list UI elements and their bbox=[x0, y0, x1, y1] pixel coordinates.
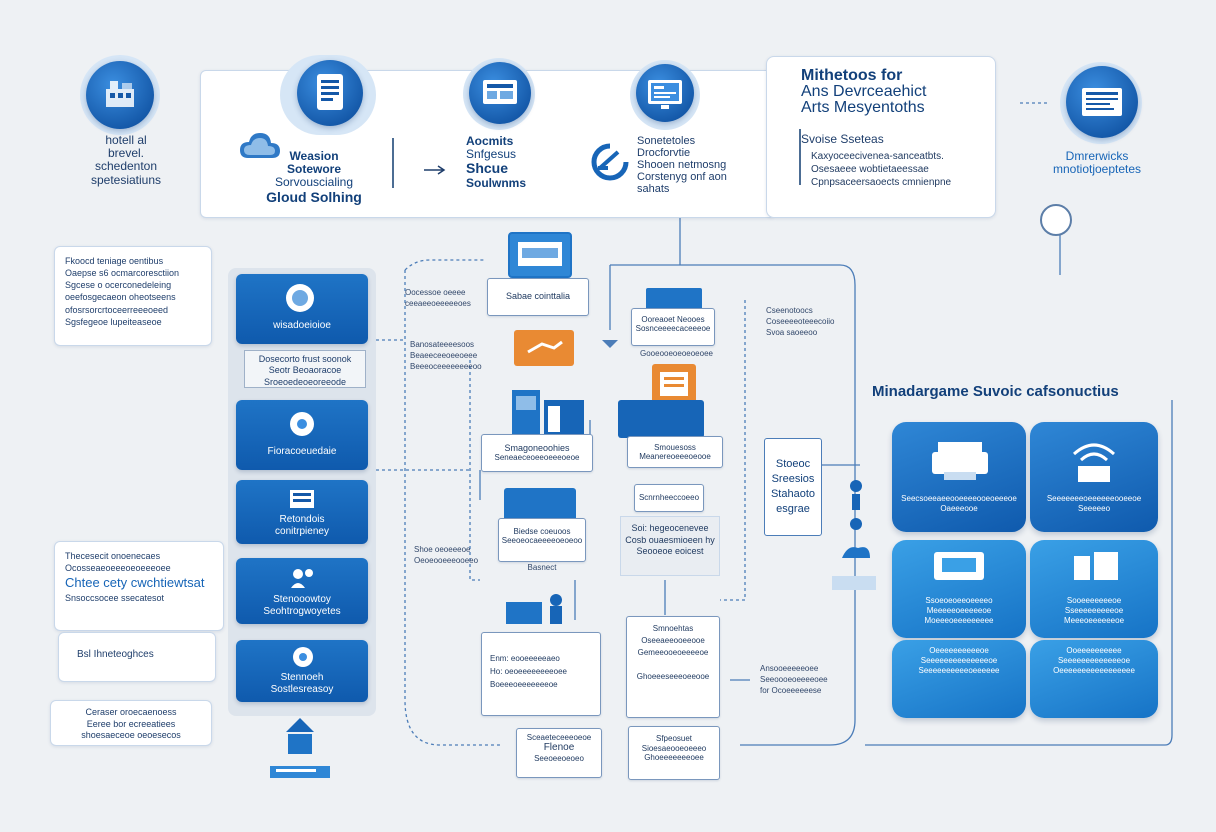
col2-label: Aocmits Snfgesus Shcue Soulwnms bbox=[466, 134, 527, 190]
left-note-4: Ceraser oroecaenoess Eeree bor ecreeatie… bbox=[50, 700, 212, 746]
card-b-sub: Gooeooeoeoeoeoee bbox=[640, 349, 713, 358]
database-icon bbox=[1066, 548, 1126, 586]
card-h[interactable]: Sceaeteceeeoeoe Flenoe Seeoeeoeoeo bbox=[516, 728, 602, 778]
people-icon bbox=[288, 564, 318, 590]
right-section-title: Minadargame Suvoic cafsonuctius bbox=[872, 383, 1119, 400]
card-g[interactable]: Smnoehtas Oseeaeeooeeooe Gemeeooeoeeeeoe… bbox=[626, 616, 720, 718]
server-stack bbox=[618, 400, 704, 438]
tile-gear-2[interactable]: Stennoeh Sostlesreasoy bbox=[236, 640, 368, 702]
monitor-icon bbox=[636, 64, 694, 122]
document-icon bbox=[297, 60, 363, 126]
card-e[interactable]: Scnrnheeccoeeo bbox=[634, 484, 704, 512]
title-line-1: Mithetoos for bbox=[801, 67, 903, 84]
card-a[interactable]: Smagoneoohies Seneaeceoeeoeeeoeoe bbox=[481, 434, 593, 472]
monitor-icon bbox=[508, 232, 572, 278]
tile-people[interactable]: Stenooowtoy Seohtrogwoyetes bbox=[236, 558, 368, 624]
card-c[interactable]: Smouesoss Meanereoeeeoeooe bbox=[627, 436, 723, 468]
globe-icon bbox=[588, 140, 632, 182]
building-icon bbox=[262, 716, 338, 784]
tile-server[interactable]: Retondois conitrpieney bbox=[236, 480, 368, 544]
title-desc: Kaxyoceecivenea-sanceatbts. Osesaeee wob… bbox=[811, 151, 952, 188]
tile-database[interactable]: Sooeeeeeeeoe Sseeeeeeeeeoe Meeeoeeeeeeoe bbox=[1030, 540, 1158, 638]
col3-label: Sonetetoles Drocforvtie Shooen netmosng … bbox=[637, 135, 727, 196]
cloud-label: Weasion Sotewore Sorvouscialing Gloud So… bbox=[266, 149, 362, 205]
tile-label: Stenooowtoy Seohtrogwoyetes bbox=[263, 594, 341, 617]
right-icon-label: Dmrerwicks mnotiotjoeptetes bbox=[1052, 149, 1142, 177]
gear-icon bbox=[284, 408, 320, 440]
tile-bottom-right[interactable]: Ooeeeeeeeeee Seeeeeeeeeeeeeoe Oeeeeeeeee… bbox=[1030, 640, 1158, 718]
tile-cloud[interactable]: wisadoeioioe bbox=[236, 274, 368, 344]
left-note-2: Thecesecit onoenecaes Ocosseaeoeeeoeoeee… bbox=[54, 541, 224, 631]
card-d-label: Basnect bbox=[527, 563, 557, 572]
divider bbox=[392, 138, 394, 188]
server-icon bbox=[288, 488, 316, 512]
title-box: Mithetoos for Ans Devrceaehict Arts Mesy… bbox=[766, 56, 996, 218]
left-note-1: Fkoocd teniage oentibus Oaepse s6 ocmarc… bbox=[54, 246, 212, 346]
card-top[interactable]: Sabae cointtalia bbox=[487, 278, 589, 316]
right-note-1: Cseenotoocs Coseeeeoteeecoiio Svoa saoee… bbox=[766, 306, 835, 337]
tile-label: wisadoeioioe bbox=[273, 320, 331, 331]
lock-icon bbox=[1040, 204, 1072, 236]
tile-label: Retondois conitrpieney bbox=[275, 514, 329, 537]
tile-label: Fioracoeuedaie bbox=[267, 446, 337, 457]
header-badge-text: hotell al brevel. schedenton spetesiatiu… bbox=[90, 133, 162, 187]
divider bbox=[799, 129, 801, 185]
tile-printer[interactable]: Seecsoeeaeeooeeeeooeoeeeoe Oaeeeooe bbox=[892, 422, 1026, 532]
monitor-icon bbox=[504, 488, 576, 522]
cloud-icon bbox=[238, 128, 282, 164]
tile-bottom-left[interactable]: Oeeeeeeeeeeoe Seeeeeeeeeeeeeeoe Seeeeeee… bbox=[892, 640, 1026, 718]
card-e-box: Soi: hegeocenevee Cosb ouaesmioeen hy Se… bbox=[620, 516, 720, 576]
database-icon bbox=[512, 390, 584, 436]
card-f[interactable]: Enm: eooeeeeeaeo Ho: oeoeeeeeeeeoee Boee… bbox=[481, 632, 601, 716]
people-icon bbox=[828, 468, 880, 592]
tile-label: Stennoeh Sostlesreasoy bbox=[270, 672, 334, 695]
orange-card bbox=[514, 330, 574, 366]
card-d[interactable]: Biedse coeuoos Seeoeocaeeeeoeoeoo bbox=[498, 518, 586, 562]
left-column-note: Dosecorto frust soonok Seotr Beoaoracoe … bbox=[244, 350, 366, 388]
card-j[interactable]: Stoeoc Sreesios Stahaoto esgrae bbox=[764, 438, 822, 536]
left-note-3: Bsl Ihneteoghces bbox=[58, 632, 216, 682]
side-note-2: Shoe oeoeeeoe Oeoeooeeeooeeo bbox=[414, 545, 479, 565]
right-note-2: Ansooeeeeeoee Seeoooeoeeeeoee for Ocoeee… bbox=[760, 664, 828, 695]
monitor-icon bbox=[928, 548, 990, 586]
document-icon bbox=[652, 364, 696, 404]
server-icon bbox=[469, 62, 531, 124]
server-icon bbox=[646, 288, 702, 310]
title-subhead: Svoise Sseteas bbox=[801, 132, 884, 146]
printer-icon bbox=[928, 436, 992, 484]
building-icon bbox=[500, 588, 576, 628]
side-note: Oocessoe oeeee ceeaeeoeeeeeoes bbox=[405, 288, 471, 308]
card-b[interactable]: Ooreaoet Neooes Sosnceeeecaceeeoe bbox=[631, 308, 715, 346]
building-icon bbox=[86, 61, 154, 129]
tile-wifi[interactable]: Seeeeeeeoeeeeeeooeeoe Seeeeeo bbox=[1030, 422, 1158, 532]
document-icon bbox=[1066, 66, 1138, 138]
gear-icon bbox=[288, 644, 318, 670]
tile-gear[interactable]: Fioracoeuedaie bbox=[236, 400, 368, 470]
wifi-icon bbox=[1064, 432, 1124, 486]
center-left-note: Banosateeeesoos Beaeeceeoeeoeee Beeeocee… bbox=[410, 340, 482, 371]
arrow-icon bbox=[422, 162, 448, 175]
title-line-3: Arts Mesyentoths bbox=[801, 99, 925, 116]
tile-laptop[interactable]: Ssoeoeoeeoeeeeo Meeeeeoeeeeeoe Moeeeoeee… bbox=[892, 540, 1026, 638]
cloud-icon bbox=[280, 280, 320, 316]
title-line-2: Ans Devrceaehict bbox=[801, 83, 927, 100]
card-i[interactable]: Sfpeosuet Sioesaeooeoeeeo Ghoeeeeeeeoee bbox=[628, 726, 720, 780]
